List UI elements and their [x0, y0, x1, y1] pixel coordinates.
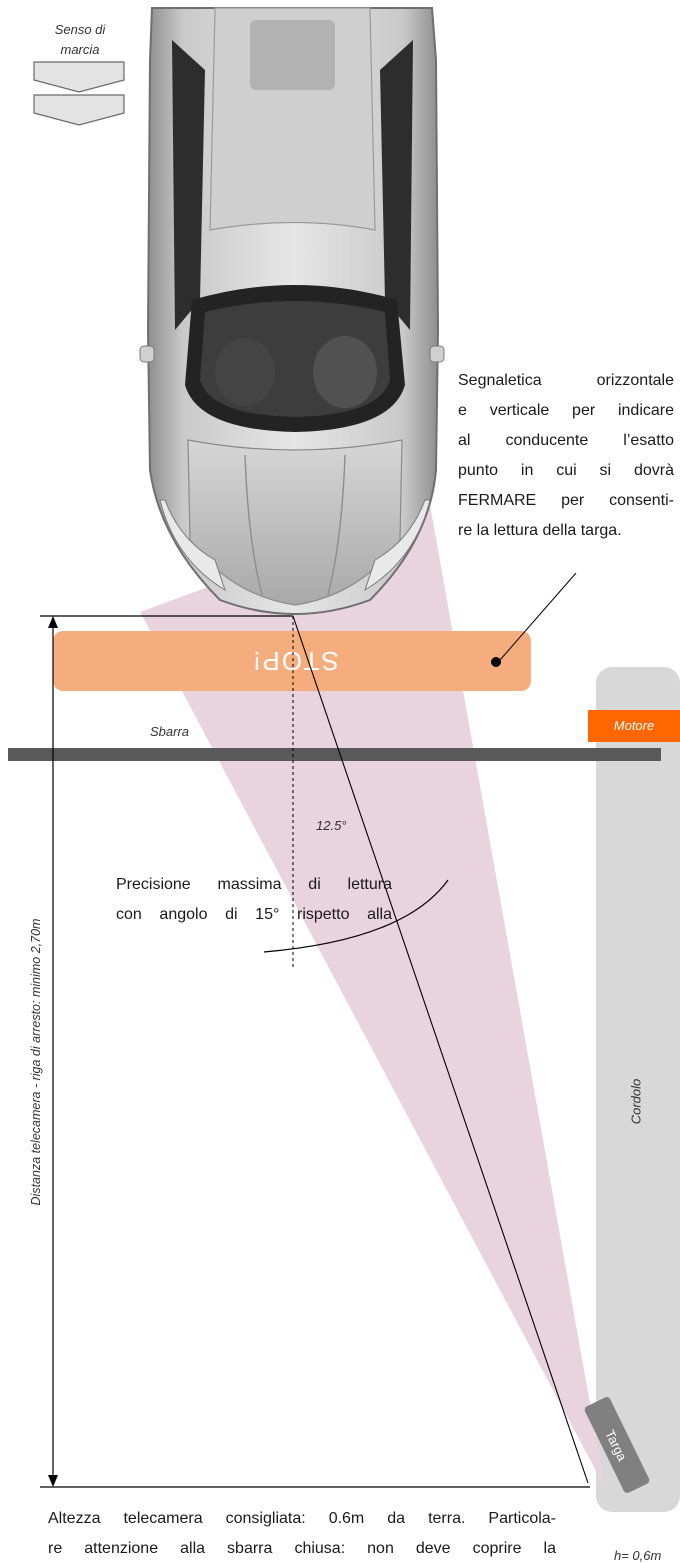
signage-note-line-1: Segnaletica orizzontale — [458, 372, 674, 389]
signage-note-line-4: punto in cui si dovrà — [458, 462, 674, 479]
direction-label-line-1: Senso di — [54, 22, 106, 37]
camera-height-label: h= 0,6m — [614, 1548, 662, 1563]
dimension-arrow-bottom — [48, 1475, 58, 1487]
precision-note-line-2: con angolo di 15° rispetto alla — [116, 906, 392, 923]
motor-box — [588, 710, 680, 742]
barrier — [8, 748, 661, 761]
stop-bar — [53, 631, 531, 691]
sight-line — [292, 615, 589, 1484]
signage-note-line-6: re la lettura della targa. — [458, 522, 622, 539]
height-note-line-2: re attenzione alla sbarra chiusa: non de… — [48, 1540, 556, 1557]
curb-label: Cordolo — [628, 1078, 644, 1125]
car-top-view — [139, 7, 445, 615]
dimension-arrow-top — [48, 616, 58, 628]
distance-label: Distanza telecamera - riga di arresto: m… — [29, 918, 43, 1206]
height-note-line-1: Altezza telecamera consigliata: 0.6m da … — [48, 1510, 556, 1527]
barrier-label: Sbarra — [150, 724, 190, 739]
angle-label: 12.5° — [316, 818, 347, 833]
direction-arrow-2 — [33, 94, 125, 126]
precision-note-line-1: Precisione massima di lettura — [116, 876, 392, 893]
angle-arc — [263, 879, 449, 953]
signage-pointer-line — [499, 572, 577, 661]
direction-label: Senso di marcia — [42, 20, 118, 60]
signage-note-line-5: FERMARE per consenti- — [458, 492, 674, 509]
signage-note-line-3: al conducente l’esatto — [458, 432, 674, 449]
distance-dimension — [40, 615, 590, 1488]
signage-note-line-2: e verticale per indicare — [458, 402, 674, 419]
curb — [596, 667, 680, 1512]
direction-arrow-1 — [33, 61, 125, 93]
parking-camera-diagram: STOP! Targa — [8, 7, 680, 1512]
precision-note: Precisione massima di lettura con angolo… — [116, 870, 392, 930]
stop-text: STOP! — [251, 646, 339, 676]
direction-label-line-2: marcia — [60, 42, 100, 57]
motor-label: Motore — [613, 718, 655, 733]
height-note: Altezza telecamera consigliata: 0.6m da … — [48, 1504, 556, 1564]
signage-pointer-dot — [491, 657, 501, 667]
direction-arrows — [33, 61, 125, 126]
signage-note: Segnaletica orizzontale e verticale per … — [458, 366, 674, 546]
